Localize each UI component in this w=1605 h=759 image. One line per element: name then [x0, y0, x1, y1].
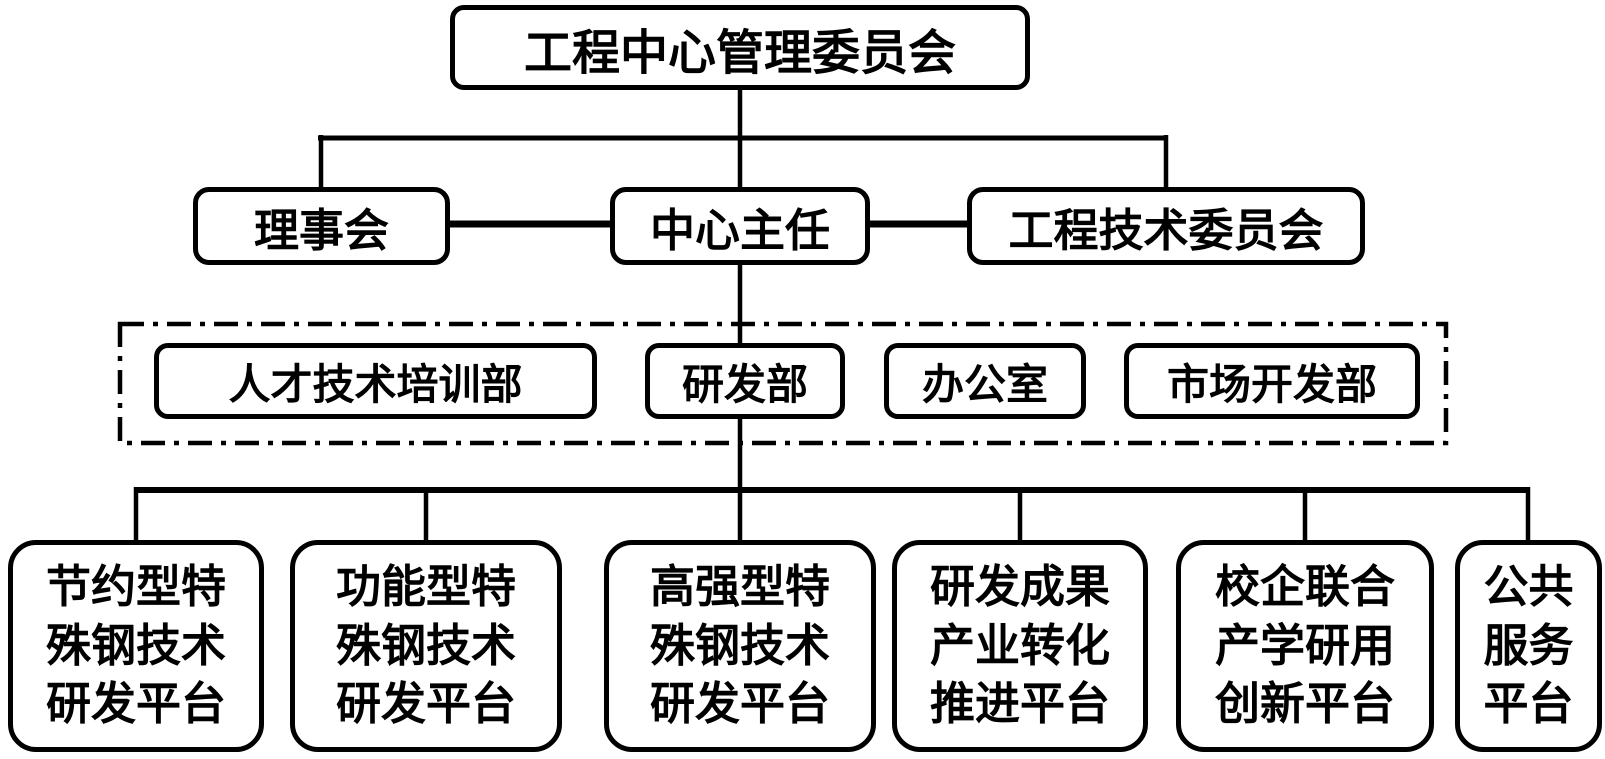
org-node-platform-high-strength-special-steel: 高强型特 殊钢技术 研发平台 — [604, 540, 876, 752]
org-node-management-committee: 工程中心管理委员会 — [450, 5, 1030, 90]
departments-dashed-frame — [117, 321, 1449, 446]
org-node-rnd-dept: 研发部 — [645, 343, 845, 419]
org-node-talent-training-dept: 人才技术培训部 — [154, 343, 597, 419]
org-node-platform-functional-special-steel: 功能型特 殊钢技术 研发平台 — [290, 540, 562, 752]
org-node-platform-public-service: 公共 服务 平台 — [1455, 540, 1602, 752]
org-node-platform-industrialization: 研发成果 产业转化 推进平台 — [892, 540, 1148, 752]
org-node-board: 理事会 — [193, 187, 450, 265]
org-node-office: 办公室 — [884, 343, 1086, 419]
org-node-center-director: 中心主任 — [610, 187, 870, 265]
org-node-platform-school-enterprise-innovation: 校企联合 产学研用 创新平台 — [1176, 540, 1434, 752]
org-node-market-development-dept: 市场开发部 — [1124, 343, 1420, 419]
org-node-engineering-tech-committee: 工程技术委员会 — [967, 187, 1365, 265]
org-node-platform-economical-special-steel: 节约型特 殊钢技术 研发平台 — [8, 540, 264, 752]
